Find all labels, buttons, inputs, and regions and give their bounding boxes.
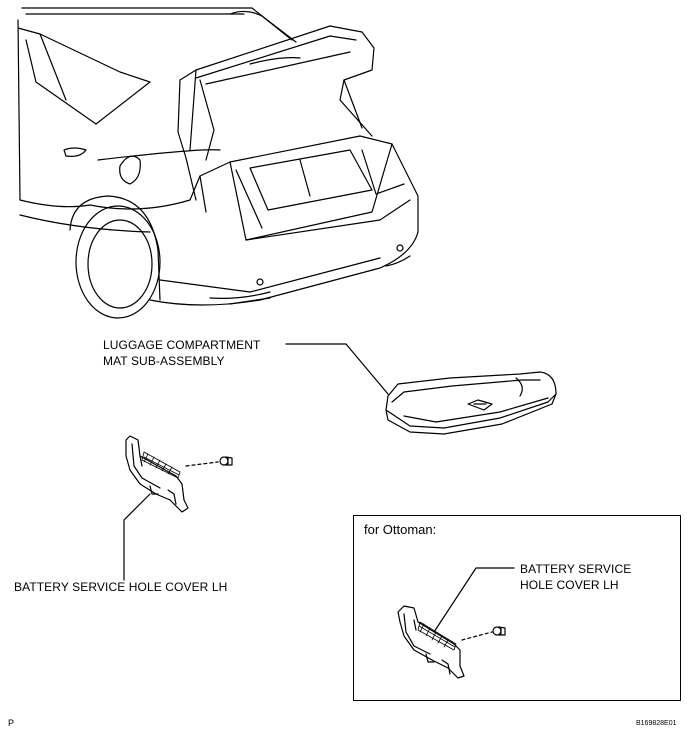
car-illustration xyxy=(17,7,419,319)
inset-battery-cover-illustration xyxy=(397,567,515,679)
cover-lh-label: BATTERY SERVICE HOLE COVER LH xyxy=(14,580,228,594)
mat-label-line1: LUGGAGE COMPARTMENT xyxy=(103,338,261,352)
ottoman-inset-box: for Ottoman: xyxy=(353,515,681,701)
inset-title: for Ottoman: xyxy=(364,522,437,537)
luggage-mat-illustration xyxy=(285,343,557,435)
mat-label-line2: MAT SUB-ASSEMBLY xyxy=(103,354,225,368)
corner-letter: P xyxy=(8,718,15,728)
inset-label-line2: HOLE COVER LH xyxy=(520,578,619,592)
inset-label-line1: BATTERY SERVICE xyxy=(520,562,632,576)
figure-code: B169828E01 xyxy=(636,720,677,727)
battery-cover-lh-illustration xyxy=(123,435,233,581)
